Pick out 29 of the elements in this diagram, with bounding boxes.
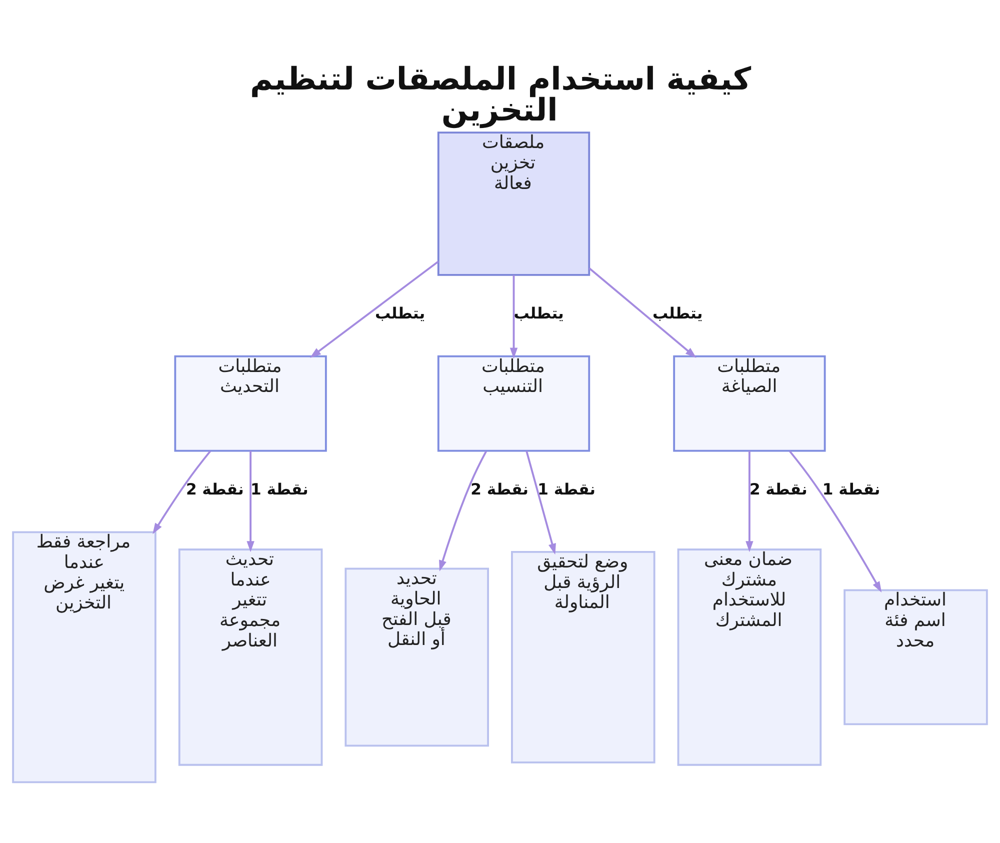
node-box: تحديث عندما تتغير مجموعة العناصر (178, 548, 323, 766)
arrow (746, 450, 754, 552)
node-box: ملصقات تخزين فعالة (437, 132, 590, 276)
node-box: وضع لتحقيق الرؤية قبل المناولة (511, 550, 656, 764)
arrow (152, 450, 212, 534)
edge-label: يتطلب (374, 304, 426, 322)
node-box: متطلبات الصياغة (673, 355, 826, 452)
arrow (439, 450, 488, 572)
arrow (588, 268, 696, 358)
node-box: ضمان معنى مشترك للاستخدام المشترك (677, 548, 822, 766)
arrow (246, 450, 254, 552)
arrow (526, 450, 556, 555)
node-box: استخدام اسم فئة محدد (844, 589, 988, 726)
edge-label: نقطة 1 (822, 480, 880, 498)
edge-label: نقطة 1 (250, 480, 308, 498)
edge-label: نقطة 2 (186, 480, 244, 498)
arrow (510, 275, 518, 359)
node-box: تحديد الحاوية قبل الفتح أو النقل (344, 568, 489, 747)
node-box: متطلبات التنسيب (437, 355, 590, 452)
edge-label: يتطلب (652, 304, 703, 322)
node-box: متطلبات التحديث (174, 355, 327, 452)
arrow (788, 450, 882, 593)
node-box: مراجعة فقط عندما يتغير غرض التخزين (12, 531, 156, 784)
edge-label: نقطة 2 (470, 480, 529, 498)
arrow (310, 260, 439, 358)
edge-label: نقطة 2 (749, 480, 808, 498)
edge-label: يتطلب (514, 304, 564, 322)
edge-label: نقطة 1 (538, 480, 596, 498)
diagram-title: كيفية استخدام الملصقات لتنظيم التخزين (250, 61, 752, 128)
